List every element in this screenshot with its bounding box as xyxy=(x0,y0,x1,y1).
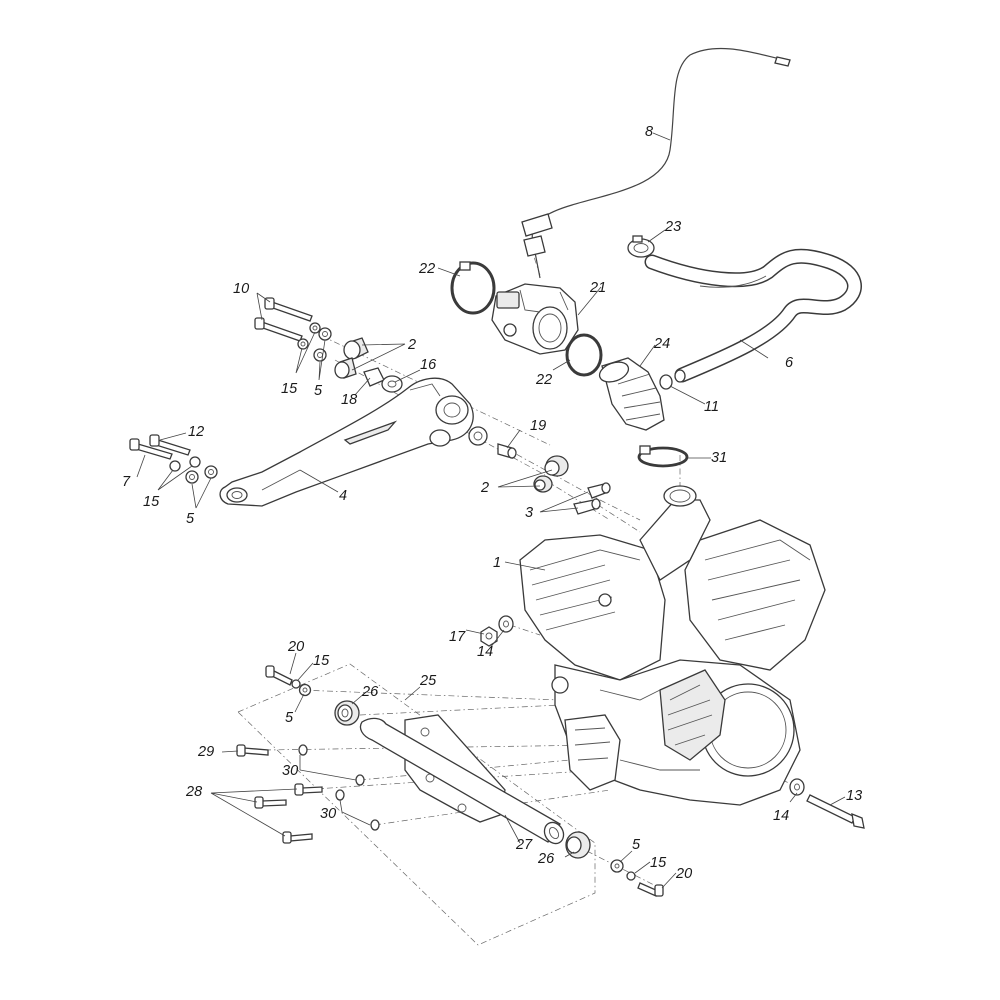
bolt-20-upper xyxy=(265,665,293,686)
callout-11: 11 xyxy=(704,399,719,415)
callout-2-lower: 2 xyxy=(480,480,489,496)
callout-5-upper: 5 xyxy=(314,383,323,399)
callout-15-lower: 15 xyxy=(650,855,667,871)
bolt-20-lower xyxy=(637,882,664,897)
callout-27: 27 xyxy=(515,837,533,853)
callout-29: 29 xyxy=(197,744,214,760)
callout-30-upper: 30 xyxy=(282,763,298,779)
callout-26-lower: 26 xyxy=(537,851,555,867)
callout-20-upper: 20 xyxy=(287,639,304,655)
callout-15-left: 15 xyxy=(143,494,160,510)
callout-6: 6 xyxy=(785,355,794,371)
washer-14-lower xyxy=(789,778,805,796)
bushing-26-lower xyxy=(565,831,591,859)
callout-20-lower: 20 xyxy=(675,866,692,882)
callout-26-upper: 26 xyxy=(361,684,379,700)
sleeves-3 xyxy=(573,482,611,515)
arm-bushing xyxy=(468,426,488,446)
callout-4: 4 xyxy=(339,488,347,504)
callout-14-upper: 14 xyxy=(477,644,493,660)
callout-22-lower: 22 xyxy=(535,372,552,388)
bolts-left xyxy=(129,434,191,460)
stabilizer-arm xyxy=(219,377,474,507)
callout-24: 24 xyxy=(653,336,670,352)
bushing-26-upper xyxy=(334,700,360,726)
nuts-30 xyxy=(298,744,380,831)
mount-tube xyxy=(359,717,565,845)
washer-15-lower xyxy=(626,871,636,881)
bolts-upper xyxy=(254,297,313,342)
washer-15-upper xyxy=(291,679,301,689)
callout-8: 8 xyxy=(645,124,653,140)
callout-30-lower: 30 xyxy=(320,806,336,822)
callout-12: 12 xyxy=(188,424,204,440)
rubber-bushings-lower xyxy=(533,455,569,493)
washer-14-upper xyxy=(498,615,514,633)
callout-3: 3 xyxy=(525,505,533,521)
callout-labels: 1 2 2 3 4 5 5 5 5 6 7 8 10 11 12 13 14 1… xyxy=(122,124,862,882)
bolts-28 xyxy=(254,783,323,844)
callout-28: 28 xyxy=(185,784,202,800)
long-bolt-13 xyxy=(806,794,865,829)
bolt-29 xyxy=(236,744,269,757)
callout-10: 10 xyxy=(233,281,249,297)
throttle-clamp-lower xyxy=(565,333,603,377)
bracket-assembly-frame xyxy=(237,663,596,946)
callout-19: 19 xyxy=(530,418,546,434)
sleeve-19 xyxy=(497,443,517,459)
callout-21: 21 xyxy=(589,280,606,296)
callout-15-upper: 15 xyxy=(281,381,298,397)
coolant-hose xyxy=(644,248,862,383)
nut-17 xyxy=(480,626,498,647)
callout-16: 16 xyxy=(420,357,437,373)
hose-clamp-top xyxy=(627,235,655,258)
callout-18: 18 xyxy=(341,392,357,408)
throttle-clamp-upper xyxy=(450,261,496,315)
spacer-nut xyxy=(363,367,403,393)
callout-25: 25 xyxy=(419,673,437,689)
callout-17: 17 xyxy=(449,629,466,645)
washers-upper xyxy=(297,322,332,362)
callout-14-lower: 14 xyxy=(773,808,789,824)
rubber-bushings-upper xyxy=(334,337,369,379)
callout-31: 31 xyxy=(711,450,727,466)
throttle-body xyxy=(491,283,579,355)
callout-5-left: 5 xyxy=(186,511,195,527)
leader-lines xyxy=(136,132,846,889)
washer-5-lower xyxy=(610,859,624,873)
engine-assembly xyxy=(519,485,826,806)
callout-23: 23 xyxy=(664,219,681,235)
callout-2-upper: 2 xyxy=(407,337,416,353)
callout-22-upper: 22 xyxy=(418,261,435,277)
callout-1: 1 xyxy=(493,555,501,571)
callout-7: 7 xyxy=(122,474,131,490)
intake-boot xyxy=(598,357,665,431)
hose-clamp-small xyxy=(659,369,686,390)
callout-15-mid: 15 xyxy=(313,653,330,669)
washer-5-upper xyxy=(298,683,312,697)
washers-left xyxy=(169,456,218,484)
callout-5-mid: 5 xyxy=(285,710,294,726)
callout-13: 13 xyxy=(846,788,862,804)
intake-clamp xyxy=(637,445,689,468)
throttle-cable xyxy=(521,48,791,279)
callout-5-lower: 5 xyxy=(632,837,641,853)
